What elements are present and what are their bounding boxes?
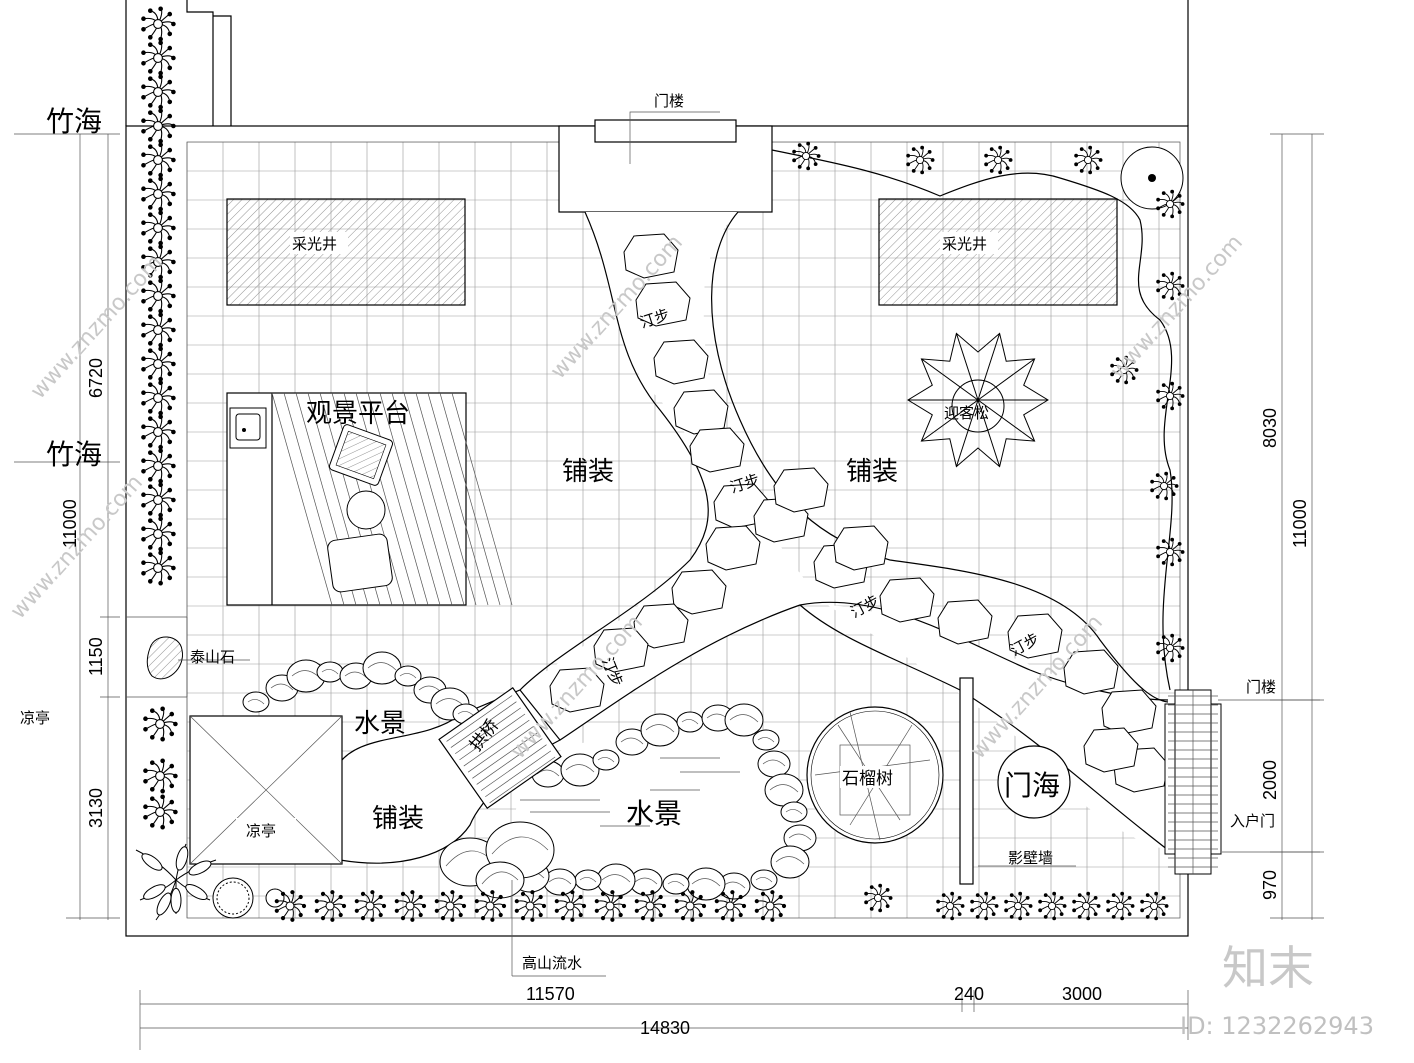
flower-border (771, 149, 1173, 691)
welcome-pine-label: 迎客松 (944, 404, 989, 422)
dim-right-970: 970 (1260, 870, 1280, 900)
mountain-stream-label: 高山流水 (522, 954, 582, 972)
left-partitions (126, 616, 188, 698)
bamboo-sea-label-2: 竹海 (46, 438, 102, 471)
dim-bottom-14830: 14830 (640, 1018, 690, 1038)
door-sea-label: 门海 (1004, 769, 1060, 802)
tai-shan-stone (146, 636, 250, 680)
gate-tower-top (558, 111, 773, 213)
pavilion-side-label: 凉亭 (20, 709, 50, 727)
svg-text:www.znzmo.com: www.znzmo.com (1106, 230, 1248, 384)
dim-bottom-240: 240 (954, 984, 984, 1004)
pomegranate-label: 石榴树 (842, 769, 893, 789)
viewing-platform (226, 392, 513, 606)
pomegranate-tree (806, 706, 944, 844)
dim-left-11000: 11000 (60, 499, 80, 548)
screen-wall-label: 影壁墙 (1008, 849, 1053, 867)
dim-bottom-3000: 3000 (1062, 984, 1102, 1004)
dim-left-1150: 1150 (86, 637, 106, 676)
dim-right-2000: 2000 (1260, 760, 1280, 800)
skylight-left-label: 采光井 (292, 235, 337, 253)
bamboo-sea-label-1: 竹海 (46, 105, 102, 138)
brand-logo-text: 知末 (1222, 941, 1314, 995)
dimension-texts: 6720 11000 1150 3130 8030 11000 2000 970… (60, 358, 1310, 1038)
plaza-circles (212, 146, 1184, 919)
paving-right-label: 铺装 (846, 457, 898, 487)
water-small-label: 水景 (354, 709, 406, 739)
pavilion-inner-label: 凉亭 (246, 822, 276, 840)
dim-left-3130: 3130 (86, 788, 106, 828)
screen-wall (959, 677, 1076, 885)
viewing-platform-label: 观景平台 (306, 399, 410, 429)
welcome-pine (907, 332, 1049, 468)
paving-center-label: 铺装 (562, 457, 614, 487)
gate-tower-top-label: 门楼 (654, 92, 684, 110)
entrance-gate (1164, 689, 1320, 875)
entrance-door-label: 入户门 (1230, 812, 1275, 830)
skylight-left (226, 198, 466, 306)
shrubs (135, 6, 1185, 922)
dim-right-8030: 8030 (1260, 408, 1280, 448)
skylight-right-label: 采光井 (942, 235, 987, 253)
dim-left-6720: 6720 (86, 358, 106, 398)
skylight-right (878, 198, 1118, 306)
paving-bottom-label: 铺装 (372, 804, 424, 834)
pavilion (189, 715, 343, 865)
gate-tower-right-label: 门楼 (1246, 678, 1276, 696)
dim-right-11000: 11000 (1290, 499, 1310, 548)
brand-watermark: 知末 ID: 1232262943 (1180, 941, 1374, 1040)
door-sea (997, 745, 1071, 819)
dim-bottom-11570: 11570 (526, 984, 575, 1004)
arch-bridge (438, 686, 562, 810)
water-big-label: 水景 (626, 797, 682, 830)
stepping-stone-path (519, 211, 1169, 851)
dimension-lines (14, 133, 1324, 1050)
tai-shan-stone-label: 泰山石 (190, 648, 235, 666)
image-id-text: ID: 1232262943 (1180, 1012, 1374, 1040)
